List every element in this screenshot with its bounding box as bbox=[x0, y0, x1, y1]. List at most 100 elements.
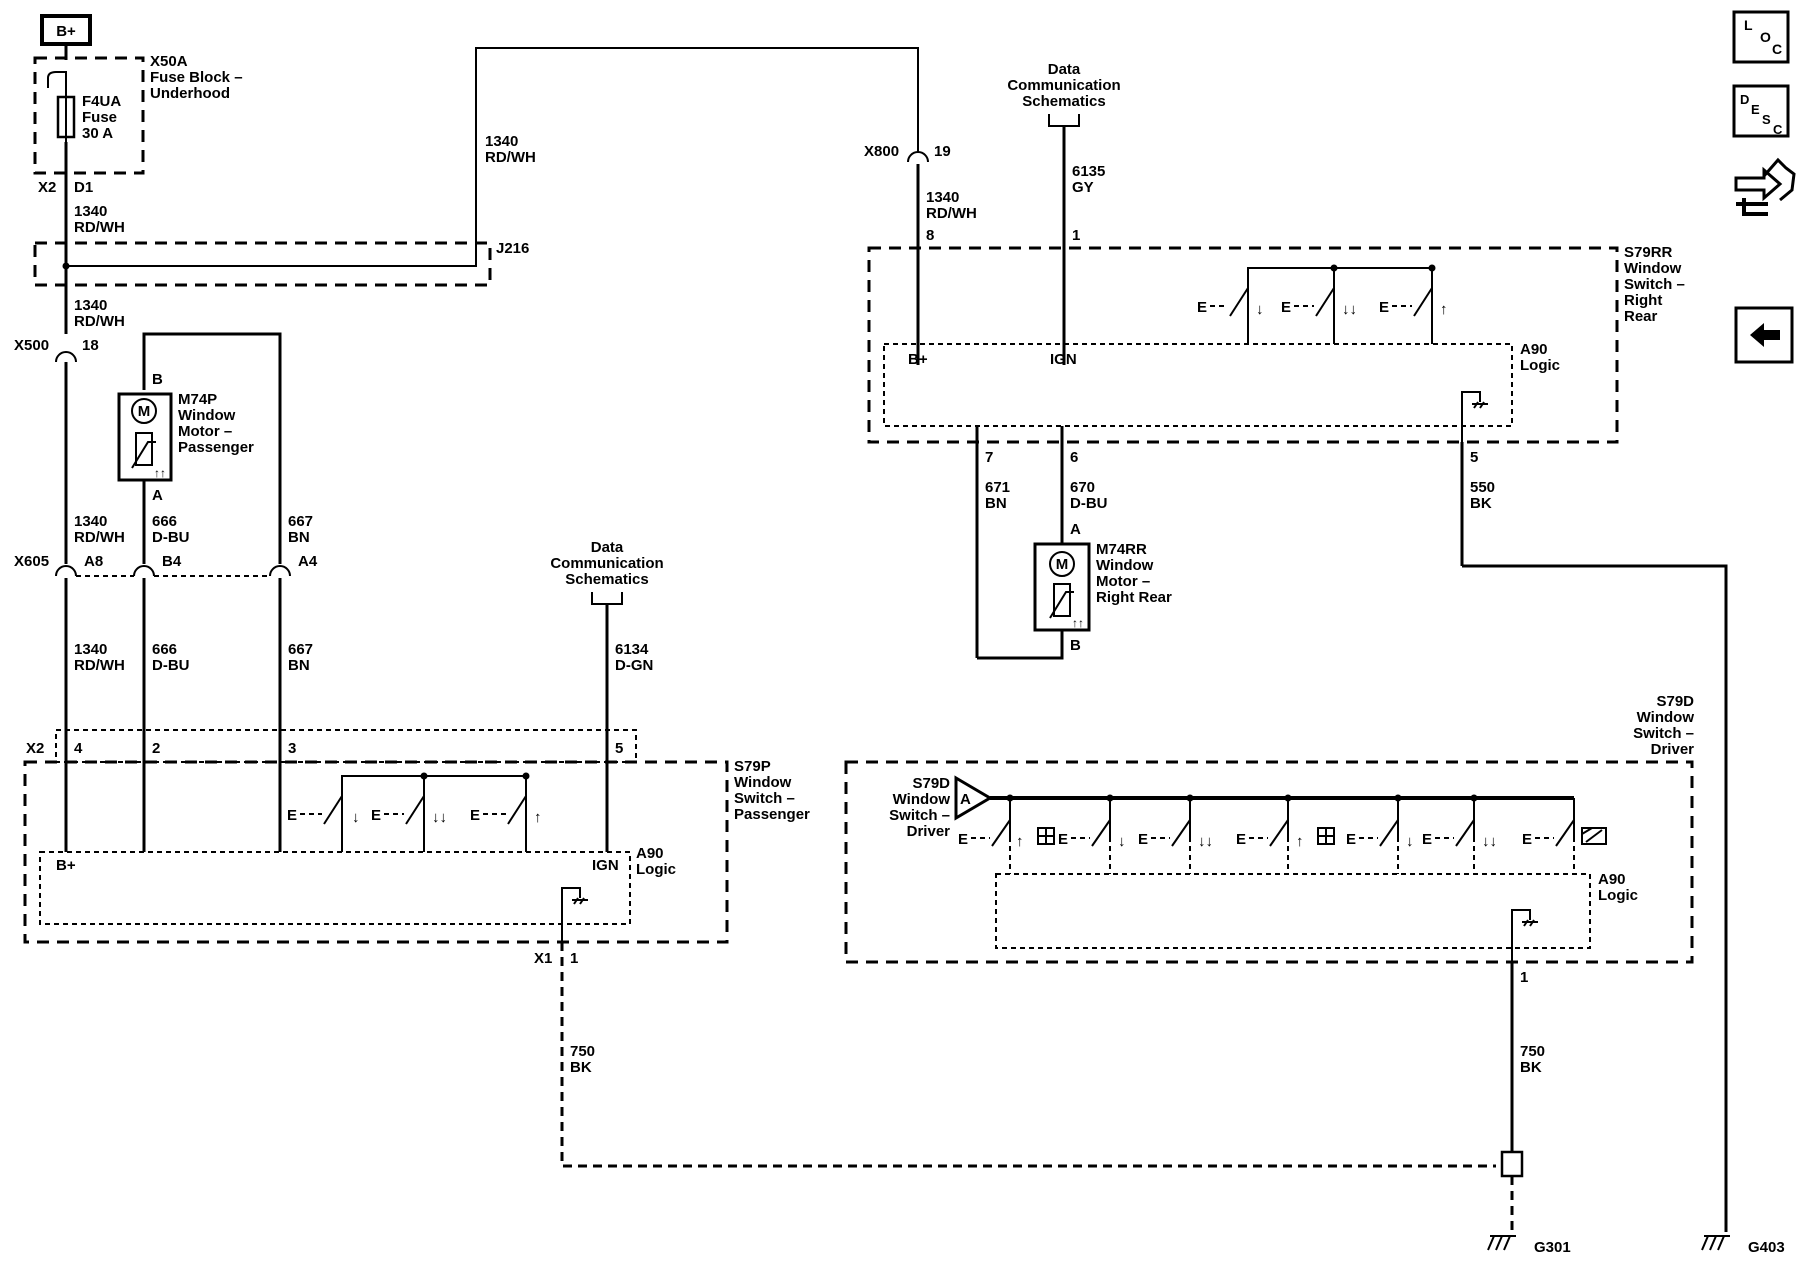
s79d-e7: E bbox=[1522, 831, 1532, 848]
s79d-a90-ref: A90 bbox=[1598, 871, 1626, 888]
connector-x500: X500 18 bbox=[14, 337, 99, 363]
s79p-down-arrow: ↓ bbox=[352, 809, 360, 826]
x2-top-conn: X2 bbox=[38, 179, 56, 196]
m74rr-l3: Right Rear bbox=[1096, 589, 1172, 606]
s79rr-e2: E bbox=[1281, 299, 1291, 316]
m74p-l2: Motor – bbox=[178, 423, 232, 440]
data-comm-rr-l3: Schematics bbox=[1022, 93, 1105, 110]
splice-j216: J216 bbox=[33, 47, 919, 287]
s79d-e3: E bbox=[1138, 831, 1148, 848]
s79rr-l3: Right bbox=[1624, 292, 1662, 309]
s79rr-ref: S79RR bbox=[1624, 244, 1673, 261]
window-lockout-icon bbox=[1581, 827, 1607, 845]
m74p-pin-top: B bbox=[152, 371, 163, 388]
wire-1340-num-a: 1340 bbox=[74, 203, 107, 220]
data-comm-passenger: Data Communication Schematics bbox=[550, 539, 664, 605]
s79d-conn-a: A bbox=[960, 791, 971, 808]
wire-550-color: BK bbox=[1470, 495, 1492, 512]
s79rr-pin1: 1 bbox=[1072, 227, 1080, 244]
x800-conn: X800 bbox=[864, 143, 899, 160]
s79d-e4: E bbox=[1236, 831, 1246, 848]
wire-750-color-b: BK bbox=[1520, 1059, 1542, 1076]
s79d-l2-top: Switch – bbox=[1633, 725, 1694, 742]
wire-1340-color-f: RD/WH bbox=[926, 205, 977, 222]
s79p-l2: Switch – bbox=[734, 790, 795, 807]
ground-g301: G301 bbox=[1487, 1235, 1571, 1256]
s79rr-a90-logic: Logic bbox=[1520, 357, 1560, 374]
loc-button[interactable]: L O C bbox=[1732, 10, 1790, 64]
data-comm-p-l1: Data bbox=[591, 539, 624, 556]
s79p-l3: Passenger bbox=[734, 806, 810, 823]
wire-1340-num-c: 1340 bbox=[74, 297, 107, 314]
wire-667-num-b: 667 bbox=[288, 641, 313, 658]
wire-670-color: D-BU bbox=[1070, 495, 1108, 512]
s79d-a90-logic: Logic bbox=[1598, 887, 1638, 904]
s79d-l3-inner: Driver bbox=[907, 823, 951, 840]
motor-m74p: M ↑↑ bbox=[117, 392, 173, 482]
m74rr-arrows: ↑↑ bbox=[1072, 616, 1084, 630]
s79p-a90-ref: A90 bbox=[636, 845, 664, 862]
wire-667-num-a: 667 bbox=[288, 513, 313, 530]
s79rr-pin7: 7 bbox=[985, 449, 993, 466]
splice-label: J216 bbox=[496, 240, 529, 257]
wire-666-color-b: D-BU bbox=[152, 657, 190, 674]
m74p-ref: M74P bbox=[178, 391, 217, 408]
g403-label: G403 bbox=[1748, 1239, 1785, 1256]
motor-m74rr: M ↑↑ bbox=[1033, 542, 1091, 632]
s79p-l1: Window bbox=[734, 774, 792, 791]
ground-splice bbox=[1500, 1150, 1524, 1178]
wire-1340-num-e: 1340 bbox=[74, 641, 107, 658]
data-comm-rr-l1: Data bbox=[1048, 61, 1081, 78]
m74rr-pin-top: A bbox=[1070, 521, 1081, 538]
x800-pin: 19 bbox=[934, 143, 951, 160]
wire-1340-color-c: RD/WH bbox=[74, 313, 125, 330]
x500-conn: X500 bbox=[14, 337, 49, 354]
wire-550-num: 550 bbox=[1470, 479, 1495, 496]
s79p-e3: E bbox=[470, 807, 480, 824]
wire-671-color: BN bbox=[985, 495, 1007, 512]
s79rr-pin8: 8 bbox=[926, 227, 934, 244]
connector-hand-icon[interactable] bbox=[1734, 157, 1796, 216]
s79d-ref-inner: S79D bbox=[912, 775, 950, 792]
back-button[interactable] bbox=[1734, 306, 1794, 364]
fuse-block-ref: X50A bbox=[150, 53, 188, 70]
s79d-double-down-arrow-1: ↓↓ bbox=[1198, 833, 1213, 850]
s79d-ref-top: S79D bbox=[1656, 693, 1694, 710]
s79p-e1: E bbox=[287, 807, 297, 824]
s79rr-l2: Switch – bbox=[1624, 276, 1685, 293]
s79d-l3-top: Driver bbox=[1651, 741, 1695, 758]
s79d-pin1: 1 bbox=[1520, 969, 1528, 986]
wire-671-num: 671 bbox=[985, 479, 1010, 496]
wire-1340-color-d: RD/WH bbox=[74, 529, 125, 546]
s79d-e1: E bbox=[958, 831, 968, 848]
s79p-pin2: 2 bbox=[152, 740, 160, 757]
s79d-e2: E bbox=[1058, 831, 1068, 848]
wire-666-num-b: 666 bbox=[152, 641, 177, 658]
m74p-motor-letter: M bbox=[138, 403, 151, 420]
s79d-down-arrow-1: ↓ bbox=[1118, 833, 1126, 850]
data-comm-rr-l2: Communication bbox=[1007, 77, 1120, 94]
s79d-l1-top: Window bbox=[1637, 709, 1695, 726]
desc-letter-d: D bbox=[1740, 92, 1749, 107]
s79d-down-arrow-2: ↓ bbox=[1406, 833, 1414, 850]
s79d-up-arrow-2: ↑ bbox=[1296, 833, 1304, 850]
x605-pin-a8: A8 bbox=[84, 553, 103, 570]
s79p-pin5: 5 bbox=[615, 740, 623, 757]
desc-button[interactable]: D E S C bbox=[1732, 84, 1790, 138]
x605-pin-b4: B4 bbox=[162, 553, 182, 570]
s79rr-down-arrow: ↓ bbox=[1256, 301, 1264, 318]
x605-pin-a4: A4 bbox=[298, 553, 318, 570]
wire-750-num-a: 750 bbox=[570, 1043, 595, 1060]
s79rr-pin5: 5 bbox=[1470, 449, 1478, 466]
wire-1340-num-d: 1340 bbox=[74, 513, 107, 530]
wire-1340-color-a: RD/WH bbox=[74, 219, 125, 236]
wire-667-color-a: BN bbox=[288, 529, 310, 546]
m74p-pin-bottom: A bbox=[152, 487, 163, 504]
s79rr-e3: E bbox=[1379, 299, 1389, 316]
wire-6135-color: GY bbox=[1072, 179, 1094, 196]
x500-pin: 18 bbox=[82, 337, 99, 354]
s79p-pin4: 4 bbox=[74, 740, 83, 757]
wire-1340-color-b: RD/WH bbox=[485, 149, 536, 166]
s79rr-e1: E bbox=[1197, 299, 1207, 316]
